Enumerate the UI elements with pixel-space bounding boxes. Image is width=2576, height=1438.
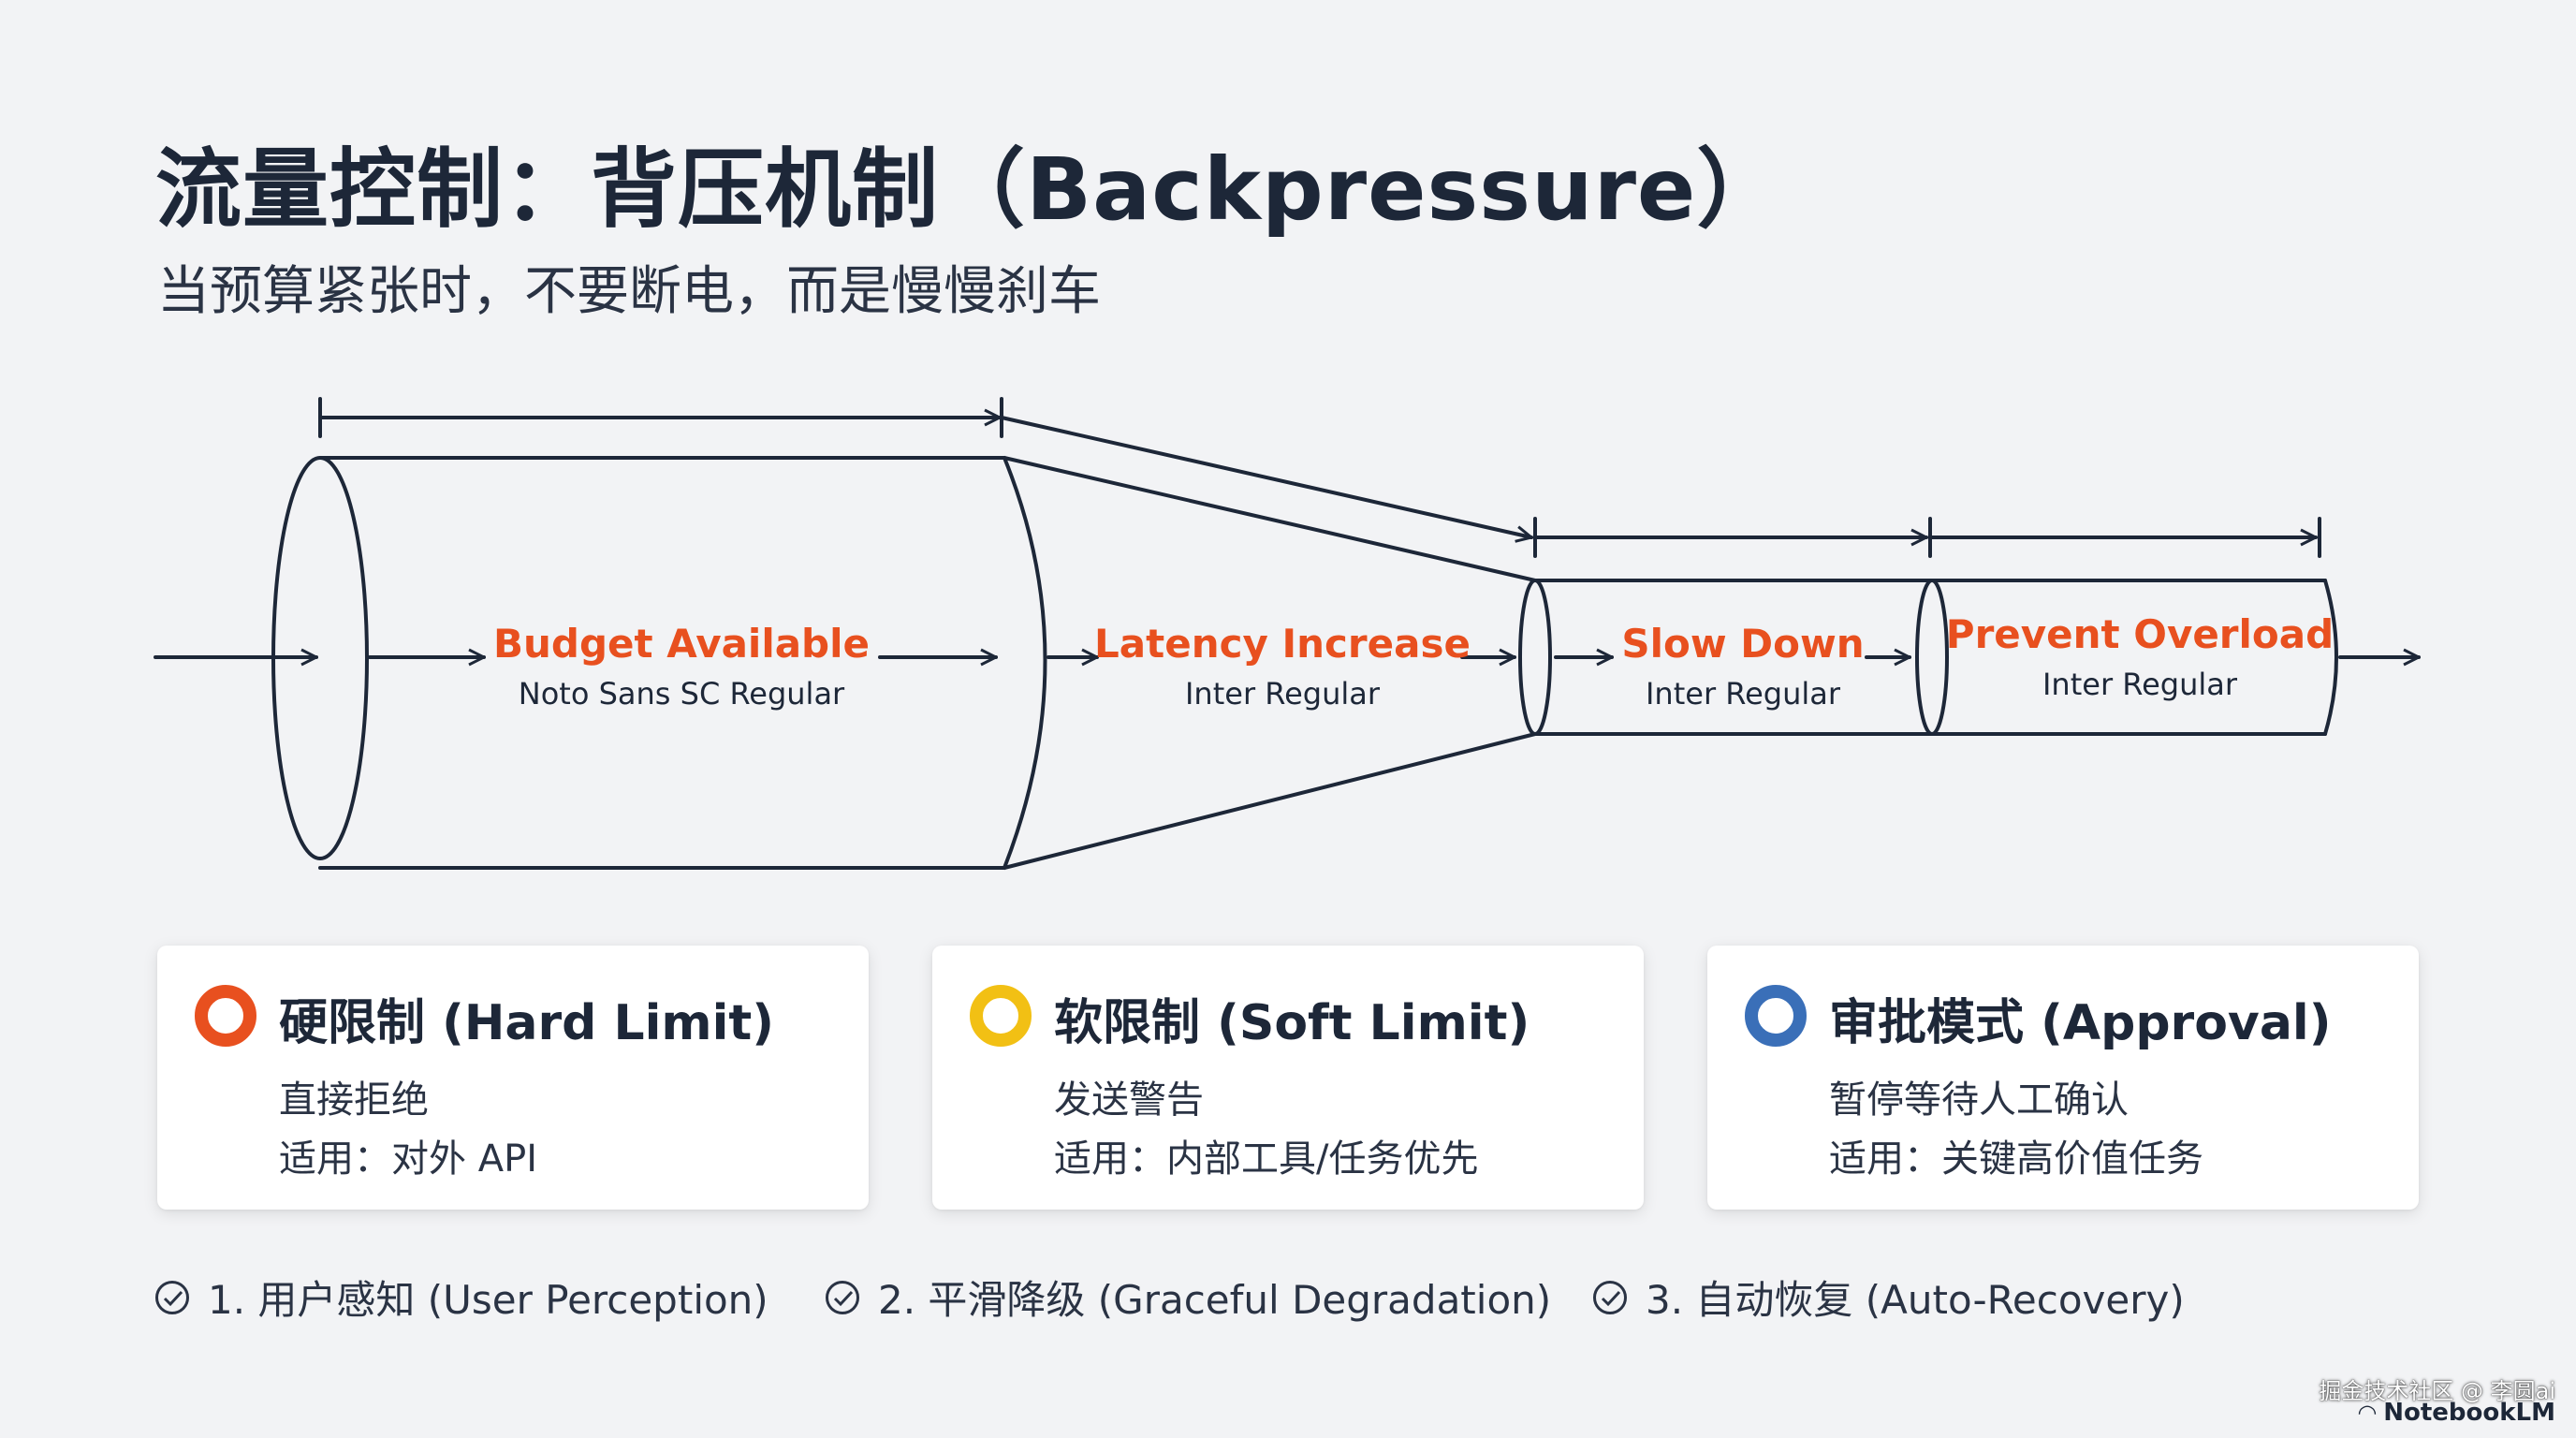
card-usage: 适用：关键高价值任务 (1829, 1137, 2203, 1181)
stage-font-latency: Inter Regular (1185, 676, 1381, 712)
page-title: 流量控制：背压机制（Backpressure） (155, 139, 1784, 240)
principle-label: 2. 平滑降级 (Graceful Degradation) (878, 1277, 1552, 1323)
card-usage: 适用：对外 API (279, 1137, 537, 1181)
hard-limit-indicator-icon (195, 985, 256, 1047)
card-description: 发送警告 (1054, 1078, 1204, 1122)
card-soft-limit: 软限制 (Soft Limit) 发送警告 适用：内部工具/任务优先 (932, 946, 1644, 1210)
card-title: 软限制 (Soft Limit) (1054, 995, 1530, 1051)
check-circle-icon (826, 1280, 859, 1314)
cylinder-2-right-ellipse (1915, 579, 1949, 736)
brand-notebooklm: ◠ NotebookLM (2359, 1399, 2555, 1427)
card-title: 审批模式 (Approval) (1829, 995, 2332, 1051)
brand-label: NotebookLM (2383, 1399, 2555, 1427)
dimension-line-slanted (1000, 416, 1531, 537)
check-circle-icon (155, 1280, 189, 1314)
check-circle-icon (1593, 1280, 1627, 1314)
card-approval: 审批模式 (Approval) 暂停等待人工确认 适用：关键高价值任务 (1707, 946, 2419, 1210)
funnel-top-edge (1003, 456, 1537, 582)
card-description: 直接拒绝 (279, 1078, 429, 1122)
card-usage: 适用：内部工具/任务优先 (1054, 1137, 1479, 1181)
page-subtitle: 当预算紧张时，不要断电，而是慢慢刹车 (157, 261, 1101, 322)
approval-indicator-icon (1745, 985, 1807, 1047)
principle-label: 3. 自动恢复 (Auto-Recovery) (1646, 1277, 2185, 1323)
notebooklm-logo-icon: ◠ (2358, 1400, 2377, 1426)
funnel-bottom-edge (1003, 732, 1537, 870)
card-description: 暂停等待人工确认 (1829, 1078, 2129, 1122)
stage-font-budget: Noto Sans SC Regular (519, 676, 845, 712)
card-title: 硬限制 (Hard Limit) (279, 995, 775, 1051)
principle-graceful-degradation: 2. 平滑降级 (Graceful Degradation) (826, 1269, 1551, 1326)
watermark-text: 掘金技术社区 @ 李圆ai (2319, 1378, 2555, 1404)
stage-label-latency: Latency Increase (1094, 621, 1471, 667)
soft-limit-indicator-icon (970, 985, 1032, 1047)
card-hard-limit: 硬限制 (Hard Limit) 直接拒绝 适用：对外 API (157, 946, 869, 1210)
cylinder-3-right-arc (2323, 579, 2338, 736)
stage-label-prevent: Prevent Overload (1946, 611, 2334, 657)
stage-label-slowdown: Slow Down (1621, 621, 1864, 667)
cylinder-2-left-ellipse (1518, 579, 1552, 736)
cylinder-1-right-arc (1003, 456, 1047, 870)
stage-font-slowdown: Inter Regular (1646, 676, 1841, 712)
stage-font-prevent: Inter Regular (2042, 667, 2238, 702)
principle-auto-recovery: 3. 自动恢复 (Auto-Recovery) (1593, 1269, 2185, 1326)
stage-label-budget: Budget Available (493, 621, 870, 667)
principle-user-perception: 1. 用户感知 (User Perception) (155, 1269, 768, 1326)
principle-label: 1. 用户感知 (User Perception) (208, 1277, 768, 1323)
